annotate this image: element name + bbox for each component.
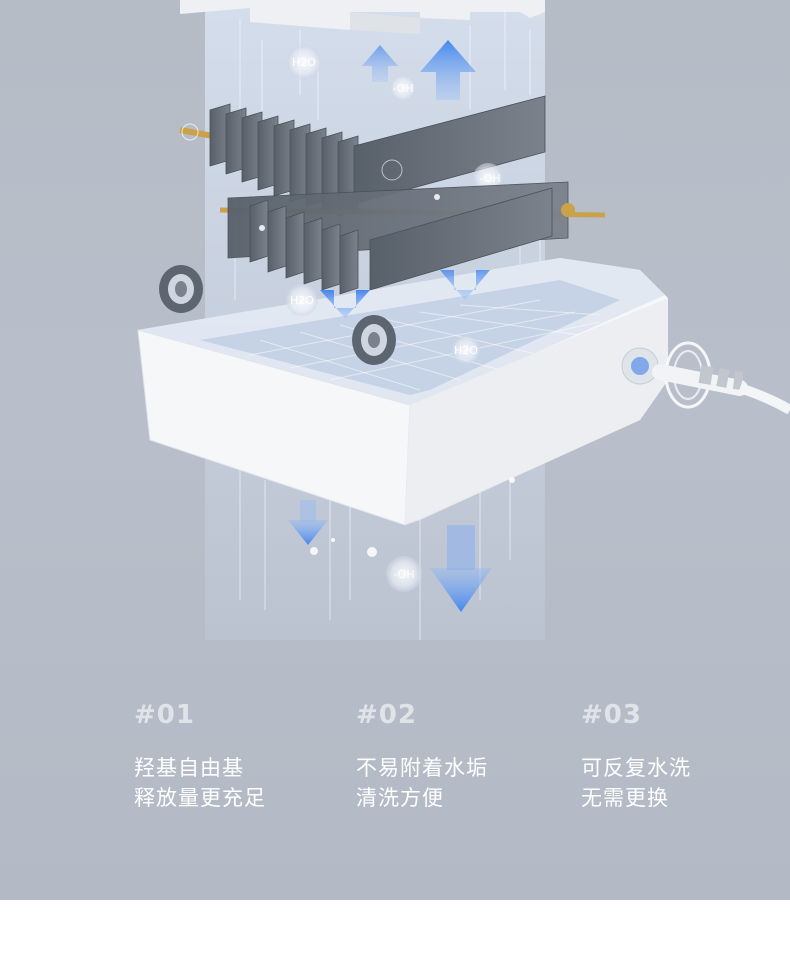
svg-text:H2O: H2O xyxy=(454,344,478,357)
ring-magnet-center xyxy=(352,315,396,365)
molecule-oh-bottom: -OH xyxy=(386,556,422,592)
svg-text:H2O: H2O xyxy=(290,294,314,307)
svg-text:H2O: H2O xyxy=(292,56,316,69)
page-bottom-margin xyxy=(0,900,790,964)
water-droplets xyxy=(259,194,515,557)
top-cover xyxy=(180,0,545,34)
upward-arrows xyxy=(362,40,476,100)
molecule-oh-top: -OH xyxy=(390,75,416,101)
feature-number: #03 xyxy=(581,700,642,730)
svg-text:-OH: -OH xyxy=(392,82,413,95)
electrolysis-module-illustration: H2O -OH xyxy=(137,0,790,640)
molecule-h2o-right: H2O xyxy=(452,336,480,364)
feature-line-1: 羟基自由基 xyxy=(134,756,244,780)
feature-01: #01 羟基自由基 释放量更充足 xyxy=(134,695,266,813)
molecule-h2o-top: H2O xyxy=(287,45,321,79)
svg-text:-OH: -OH xyxy=(479,172,500,185)
svg-text:-OH: -OH xyxy=(393,568,414,581)
feature-03: #03 可反复水洗 无需更换 xyxy=(581,695,691,813)
feature-02: #02 不易附着水垢 清洗方便 xyxy=(356,695,488,813)
feature-number: #02 xyxy=(356,700,417,730)
power-connector xyxy=(621,341,790,415)
feature-line-2: 清洗方便 xyxy=(356,786,444,810)
feature-line-2: 释放量更充足 xyxy=(134,786,266,810)
feature-line-1: 可反复水洗 xyxy=(581,756,691,780)
lower-electrode-stack xyxy=(219,181,606,295)
downward-arrows xyxy=(288,500,492,612)
feature-number: #01 xyxy=(134,700,195,730)
feature-line-1: 不易附着水垢 xyxy=(356,756,488,780)
feature-line-2: 无需更换 xyxy=(581,786,669,810)
product-canvas: H2O -OH xyxy=(0,0,790,900)
ring-magnet-left xyxy=(159,265,203,313)
water-tray xyxy=(137,258,668,526)
molecule-h2o-mid: H2O xyxy=(286,284,318,316)
